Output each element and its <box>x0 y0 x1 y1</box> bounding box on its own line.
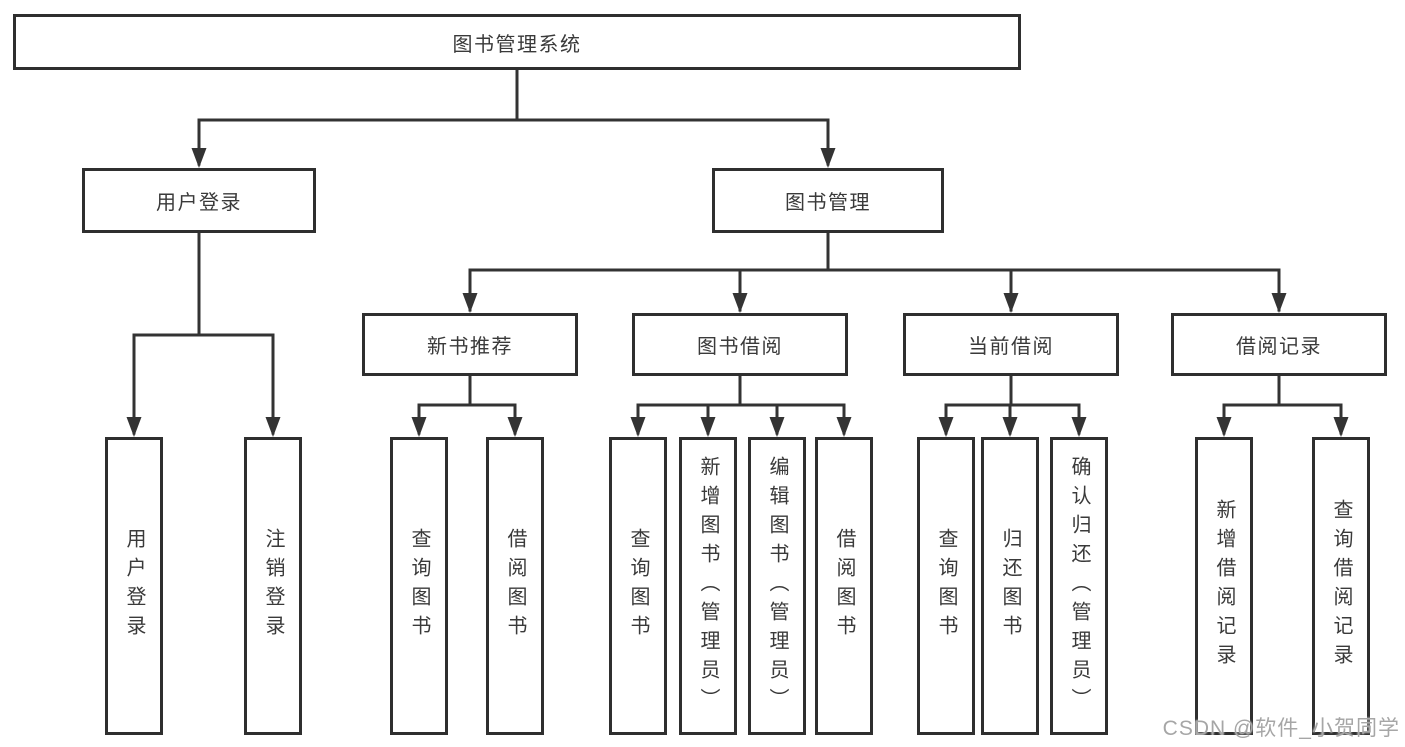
leaf-label: 用户登录 <box>123 528 145 644</box>
leaf-cb-query-books: 查询图书 <box>917 437 975 735</box>
leaf-label: 查询图书 <box>627 528 649 644</box>
leaf-label: 确认归还（管理员） <box>1068 455 1090 717</box>
leaf-cb-return-books: 归还图书 <box>981 437 1039 735</box>
leaf-label: 注销登录 <box>262 528 284 644</box>
leaf-bb-query-books: 查询图书 <box>609 437 667 735</box>
node-borrowing-records: 借阅记录 <box>1171 313 1387 376</box>
connector-book-management-to-level3 <box>462 231 1287 313</box>
connector-borrowing-records-to-leaves <box>1216 374 1349 437</box>
csdn-watermark: CSDN @软件_小贺同学 <box>1162 717 1400 740</box>
leaf-nbr-query-books: 查询图书 <box>390 437 448 735</box>
leaf-label: 编辑图书（管理员） <box>766 455 788 717</box>
leaf-label: 借阅图书 <box>833 528 855 644</box>
leaf-label: 新增借阅记录 <box>1213 499 1235 673</box>
connector-root-to-level2 <box>191 68 836 168</box>
connector-current-borrowing-to-leaves <box>938 374 1087 437</box>
connector-book-borrowing-to-leaves <box>630 374 852 437</box>
node-book-borrowing: 图书借阅 <box>632 313 848 376</box>
node-book-management: 图书管理 <box>712 168 944 233</box>
leaf-user-login-action: 用户登录 <box>105 437 163 735</box>
leaf-bb-borrow-books: 借阅图书 <box>815 437 873 735</box>
leaf-label: 新增图书（管理员） <box>697 455 719 717</box>
leaf-nbr-borrow-books: 借阅图书 <box>486 437 544 735</box>
node-new-book-recommendation: 新书推荐 <box>362 313 578 376</box>
leaf-bb-add-books-admin: 新增图书（管理员） <box>679 437 737 735</box>
connector-new-book-recommendation-to-leaves <box>411 374 523 437</box>
leaf-bb-edit-books-admin: 编辑图书（管理员） <box>748 437 806 735</box>
leaf-br-query-borrow-record: 查询借阅记录 <box>1312 437 1370 735</box>
leaf-logout: 注销登录 <box>244 437 302 735</box>
leaf-label: 查询图书 <box>408 528 430 644</box>
node-user-login: 用户登录 <box>82 168 316 233</box>
leaf-cb-confirm-return-admin: 确认归还（管理员） <box>1050 437 1108 735</box>
node-current-borrowing: 当前借阅 <box>903 313 1119 376</box>
leaf-label: 查询图书 <box>935 528 957 644</box>
connector-user-login-to-leaves <box>126 231 281 437</box>
leaf-br-add-borrow-record: 新增借阅记录 <box>1195 437 1253 735</box>
leaf-label: 借阅图书 <box>504 528 526 644</box>
node-book-management-system: 图书管理系统 <box>13 14 1021 70</box>
leaf-label: 查询借阅记录 <box>1330 499 1352 673</box>
leaf-label: 归还图书 <box>999 528 1021 644</box>
